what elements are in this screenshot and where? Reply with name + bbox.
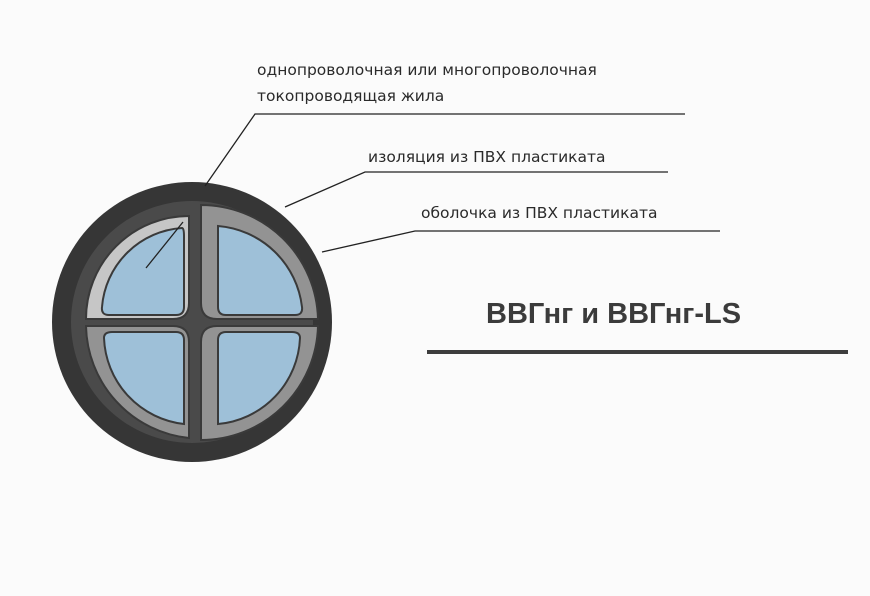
leader-lines [145,113,720,269]
leader-line-insulation [284,171,668,208]
leader-line-sheath [321,230,720,253]
conductor-top-right [217,224,304,316]
leader-line-conductor [204,113,685,187]
conductor-top-left [100,226,185,316]
leader-line-conductor-inner [145,221,184,269]
label-conductor-line1: однопроволочная или многопроволочная [257,61,597,79]
conductor-group [100,224,304,426]
label-conductor-line2: токопроводящая жила [257,87,445,105]
conductor-bottom-left [102,331,185,426]
conductor-bottom-right [217,331,302,426]
label-sheath: оболочка из ПВХ пластиката [421,204,658,222]
cable-type-title: ВВГнг и ВВГнг-LS [486,298,742,330]
label-insulation: изоляция из ПВХ пластиката [368,148,606,166]
